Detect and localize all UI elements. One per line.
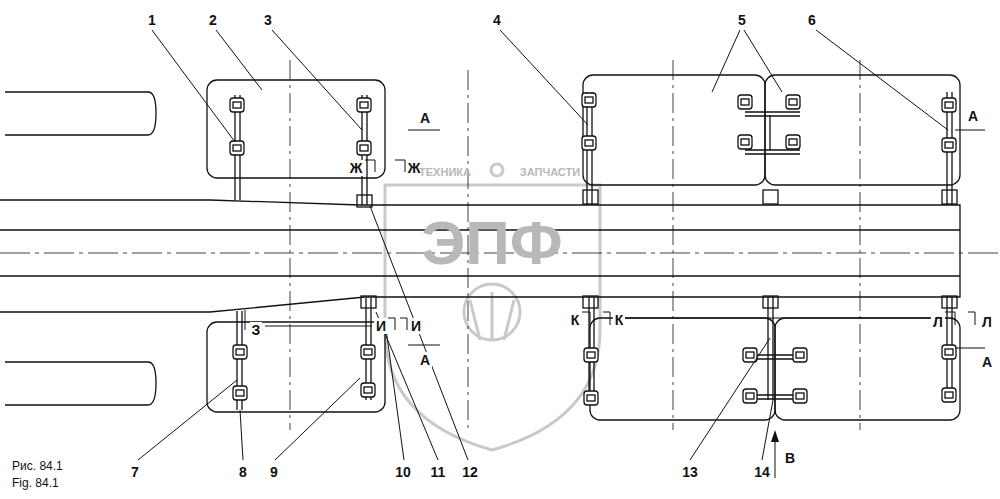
figure-caption: Рис. 84.1 [10,459,65,473]
watermark-text: ТЕХНИКА [419,167,471,178]
watermark-text: ЭПФ [421,212,563,274]
callout-label: Л [931,314,945,330]
callout-label: И [374,318,388,334]
callout-label: 12 [460,464,480,480]
callout-label: Л [980,314,994,330]
callout-label: К [613,312,626,328]
callout-label: 1 [146,12,158,28]
callout-label: 6 [806,12,818,28]
callout-label: 13 [680,464,700,480]
callout-label: Ж [348,160,365,176]
callout-label: 5 [736,12,748,28]
callout-label: 14 [752,464,772,480]
callout-label: А [980,354,994,370]
callout-label: 11 [429,464,448,480]
callout-label: 9 [268,464,280,480]
callout-label: 2 [207,12,219,28]
callout-label: 8 [237,464,249,480]
callout-label: 10 [393,464,413,480]
callout-label: К [569,312,582,328]
callout-label: В [783,450,797,466]
callout-label: 3 [262,12,274,28]
callout-label: А [966,108,980,124]
watermark-text: ЗАПЧАСТИ [520,167,580,178]
figure-caption: Fig. 84.1 [10,476,61,490]
callout-label: И [409,318,423,334]
callout-label: А [418,110,432,126]
callout-label: А [418,352,432,368]
callout-label: 4 [491,12,503,28]
callout-label: 7 [129,464,141,480]
callout-label: З [250,322,263,338]
